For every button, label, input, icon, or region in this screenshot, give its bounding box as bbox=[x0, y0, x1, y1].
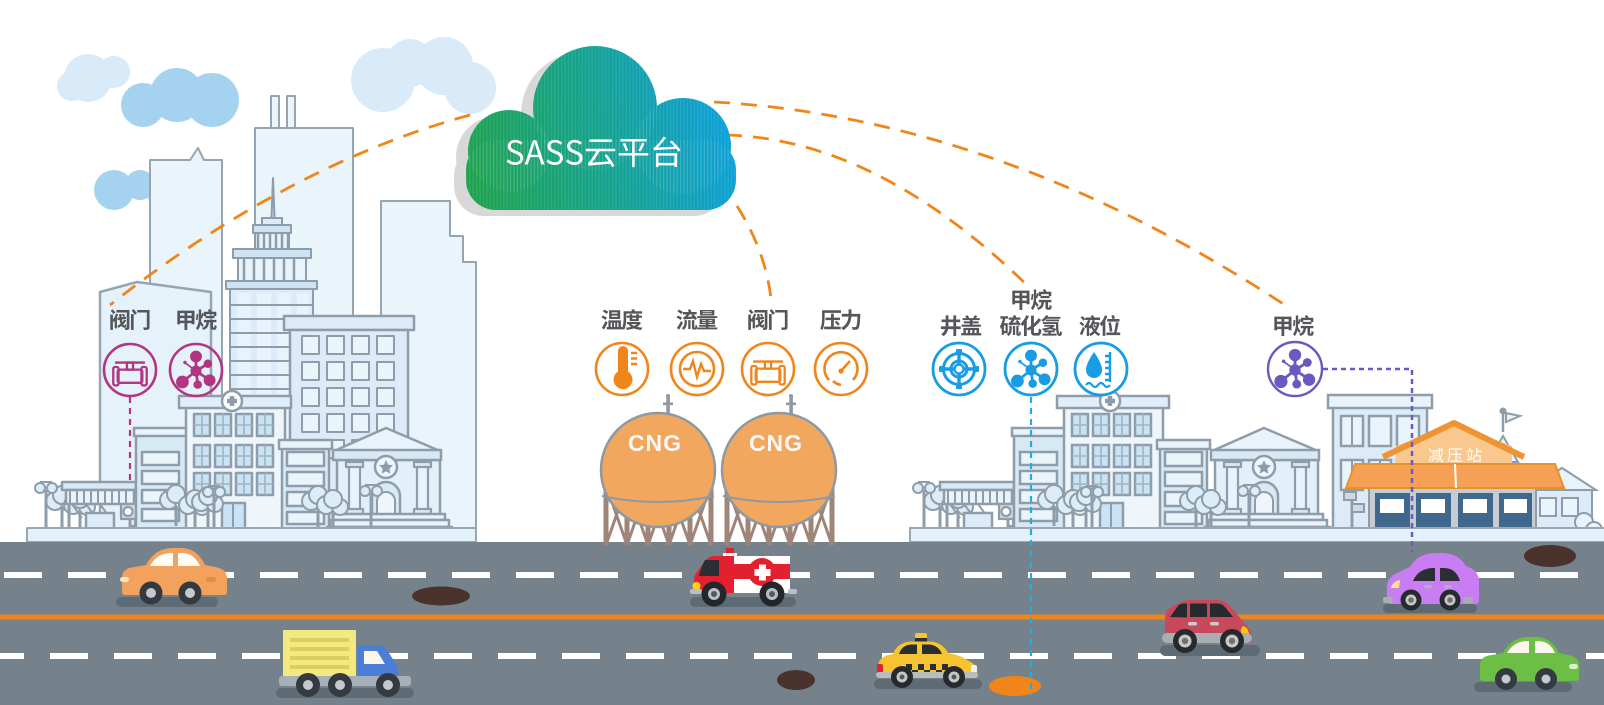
svg-text:CNG: CNG bbox=[749, 430, 803, 456]
svg-text:CNG: CNG bbox=[628, 430, 682, 456]
